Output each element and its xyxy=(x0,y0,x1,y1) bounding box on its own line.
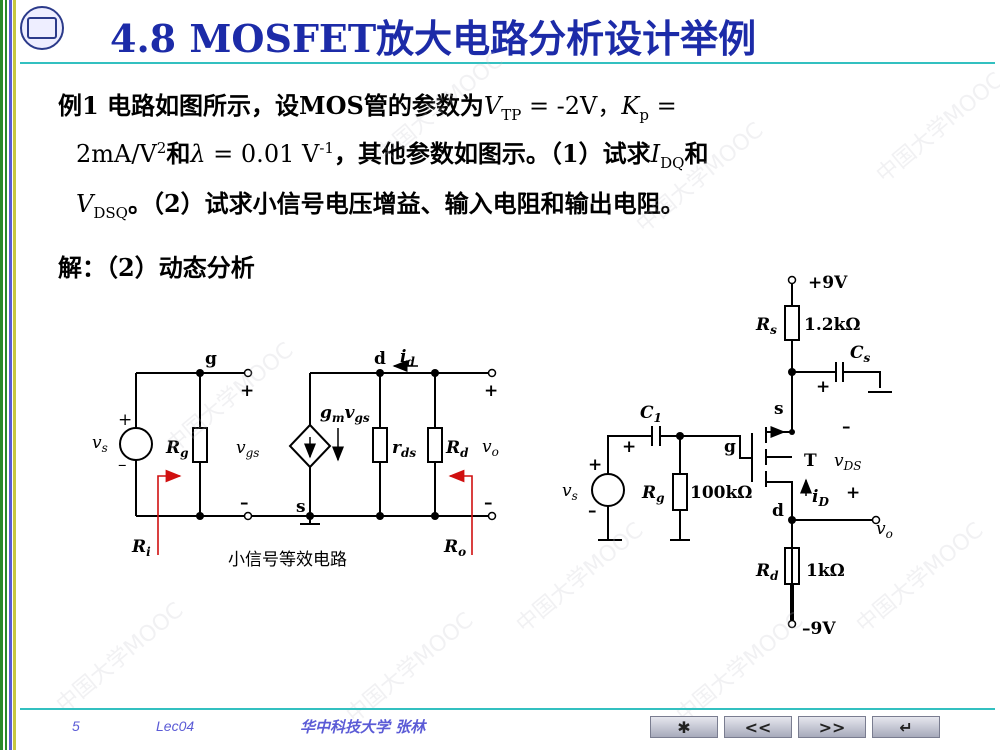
university-logo xyxy=(20,6,64,50)
svg-text:1.2kΩ: 1.2kΩ xyxy=(804,315,861,335)
small-signal-nodes xyxy=(196,369,439,520)
rd-label: Rd xyxy=(445,438,469,460)
cs-label: Cs xyxy=(850,343,871,365)
svg-text:–: – xyxy=(484,493,493,513)
rd-label-schem: Rd xyxy=(755,561,779,583)
problem-line-3: VDSQ。（2）试求小信号电压增益、输入电阻和输出电阻。 xyxy=(76,189,685,222)
svg-text:–: – xyxy=(588,501,597,521)
svg-text:–: – xyxy=(842,417,851,437)
svg-text:+: + xyxy=(846,483,860,503)
nav-prev-button[interactable]: << xyxy=(724,716,792,738)
svg-text:s: s xyxy=(774,399,784,419)
ro-label: Ro xyxy=(443,537,466,559)
svg-text:–9V: –9V xyxy=(802,619,836,639)
nav-next-button[interactable]: >> xyxy=(798,716,866,738)
svg-text:+: + xyxy=(484,381,498,401)
amplifier-schematic xyxy=(591,284,892,620)
svg-text:s: s xyxy=(296,497,306,517)
nav-home-button[interactable]: ✱ xyxy=(650,716,718,738)
small-signal-caption: 小信号等效电路 xyxy=(228,550,347,570)
schematic-terminals xyxy=(787,275,881,629)
svg-text:g: g xyxy=(205,349,217,369)
rs-label: Rs xyxy=(755,315,777,337)
left-border-stripes xyxy=(0,0,16,750)
svg-text:+: + xyxy=(118,410,132,430)
author-line: 华中科技大学 张林 xyxy=(300,718,426,736)
title-divider xyxy=(20,62,995,64)
c1-label: C1 xyxy=(640,403,662,425)
vgs-label: vgs xyxy=(236,438,259,460)
lecture-id: Lec04 xyxy=(156,718,195,734)
rg-label-schem: Rg xyxy=(641,483,665,505)
page-number: 5 xyxy=(72,718,80,734)
id-label: id xyxy=(400,347,415,369)
ri-arrow xyxy=(157,469,182,555)
svg-text:–: – xyxy=(118,455,127,475)
svg-text:1kΩ: 1kΩ xyxy=(806,561,845,581)
gm-vgs-label: gmvgs xyxy=(320,403,370,425)
schematic-labels: +9V –9V Rs 1.2kΩ Cs + s – g T vDS + iD d… xyxy=(562,273,893,639)
vs-label-schem: vs xyxy=(562,481,578,503)
footer-divider xyxy=(20,708,995,710)
problem-line-2: 2mA/V2和λ = 0.01 V-1，其他参数如图示。（1）试求IDQ和 xyxy=(76,139,709,172)
slide-title: 4.8 MOSFET放大电路分析设计举例 xyxy=(110,16,757,61)
svg-text:+: + xyxy=(622,437,636,457)
schematic-nodes xyxy=(676,368,796,524)
svg-text:T: T xyxy=(804,451,817,471)
nav-return-button[interactable]: ↵ xyxy=(872,716,940,738)
vo-label: vo xyxy=(482,437,499,459)
vs-label: vs xyxy=(92,433,108,455)
solution-heading: 解：（2）动态分析 xyxy=(58,253,255,282)
svg-text:d: d xyxy=(772,501,784,521)
svg-text:+: + xyxy=(240,381,254,401)
vds-label: vDS xyxy=(834,451,861,473)
svg-text:+: + xyxy=(816,377,830,397)
ro-arrow xyxy=(448,469,473,555)
vo-label-schem: vo xyxy=(876,519,893,541)
svg-text:+: + xyxy=(588,455,602,475)
small-signal-labels: vs + – Rg vgs g + – d id s gmvgs rds Rd … xyxy=(92,347,499,570)
svg-text:–: – xyxy=(240,493,249,513)
small-signal-terminals xyxy=(243,368,497,521)
svg-text:100kΩ: 100kΩ xyxy=(690,483,752,503)
problem-line-1: 例1 电路如图所示，设MOS管的参数为VTP = -2V，Kp = xyxy=(58,91,677,124)
svg-text:+9V: +9V xyxy=(808,273,848,293)
rg-label: Rg xyxy=(165,438,189,460)
svg-text:d: d xyxy=(374,349,386,369)
rds-label: rds xyxy=(392,438,416,460)
ri-label: Ri xyxy=(131,537,151,559)
id-label-schem: iD xyxy=(812,487,829,509)
svg-text:g: g xyxy=(724,437,736,457)
